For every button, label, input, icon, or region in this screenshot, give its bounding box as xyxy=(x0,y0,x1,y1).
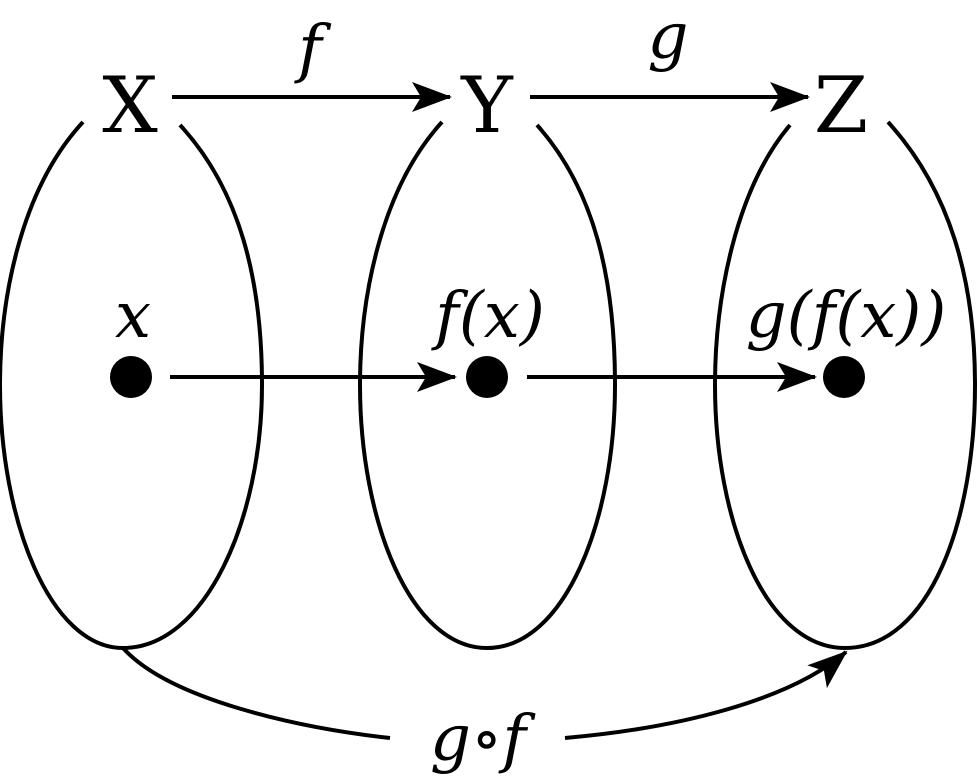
set-x-label: X xyxy=(102,61,158,151)
point-x xyxy=(110,356,152,398)
map-g-label: g xyxy=(648,0,689,74)
arrow-composition-right xyxy=(564,650,848,740)
composition-label: g∘f xyxy=(430,702,536,776)
map-f-label: f xyxy=(294,12,332,86)
point-gfx-label: g(f(x)) xyxy=(746,279,947,353)
set-y-oval xyxy=(357,120,618,651)
set-z-label: Z xyxy=(814,61,868,151)
arrow-composition-left xyxy=(121,646,391,740)
set-y-label: Y xyxy=(460,61,514,151)
point-fx-label: f(x) xyxy=(431,279,545,353)
set-z-oval xyxy=(712,120,977,651)
point-fx xyxy=(466,356,508,398)
point-x-label: x xyxy=(115,279,151,353)
point-gfx xyxy=(823,356,865,398)
set-x-oval xyxy=(0,120,265,651)
